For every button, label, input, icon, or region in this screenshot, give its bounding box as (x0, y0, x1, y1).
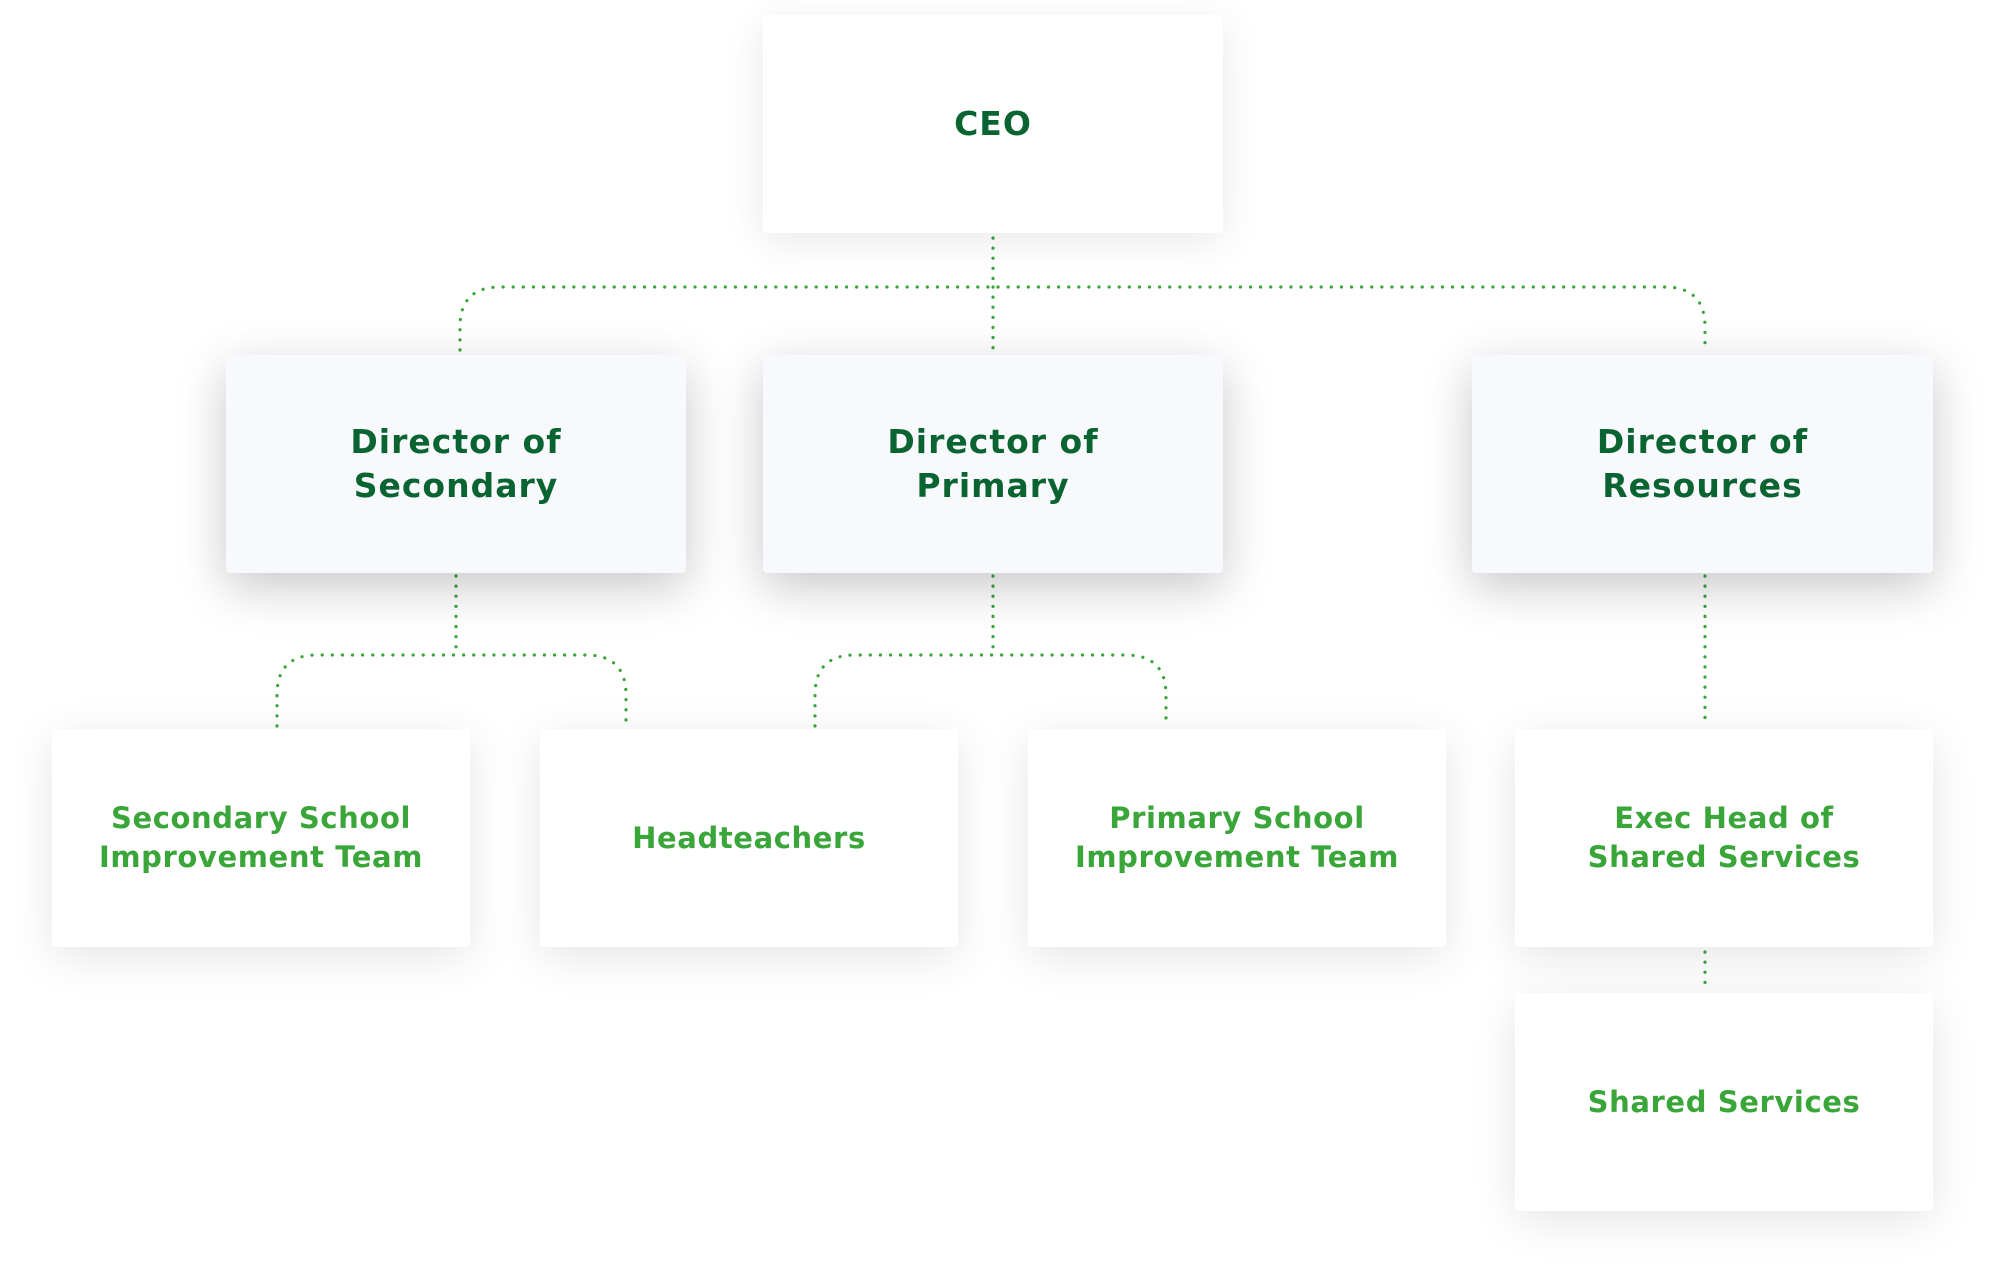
node-director-secondary: Director of Secondary (226, 355, 686, 573)
node-headteachers-label: Headteachers (632, 820, 866, 855)
node-ceo: CEO (763, 15, 1223, 233)
node-headteachers: Headteachers (540, 729, 958, 947)
connector-primary-bus (813, 653, 1168, 728)
node-exec-head-shared-services-label: Exec Head of Shared Services (1587, 801, 1861, 874)
node-director-resources-label: Director of Resources (1596, 422, 1809, 505)
connector-top-bus (458, 285, 1707, 352)
node-exec-head-shared-services: Exec Head of Shared Services (1515, 729, 1933, 947)
node-shared-services: Shared Services (1515, 993, 1933, 1211)
node-secondary-improvement-team: Secondary School Improvement Team (52, 729, 470, 947)
node-director-primary-label: Director of Primary (887, 422, 1099, 505)
node-ceo-label: CEO (954, 104, 1032, 144)
node-shared-services-label: Shared Services (1587, 1084, 1861, 1119)
node-primary-improvement-team: Primary School Improvement Team (1028, 729, 1446, 947)
node-secondary-improvement-team-label: Secondary School Improvement Team (98, 801, 424, 874)
node-director-secondary-label: Director of Secondary (350, 422, 562, 505)
node-primary-improvement-team-label: Primary School Improvement Team (1074, 801, 1400, 874)
node-director-resources: Director of Resources (1472, 355, 1933, 573)
connector-secondary-bus (275, 653, 628, 728)
node-director-primary: Director of Primary (763, 355, 1223, 573)
